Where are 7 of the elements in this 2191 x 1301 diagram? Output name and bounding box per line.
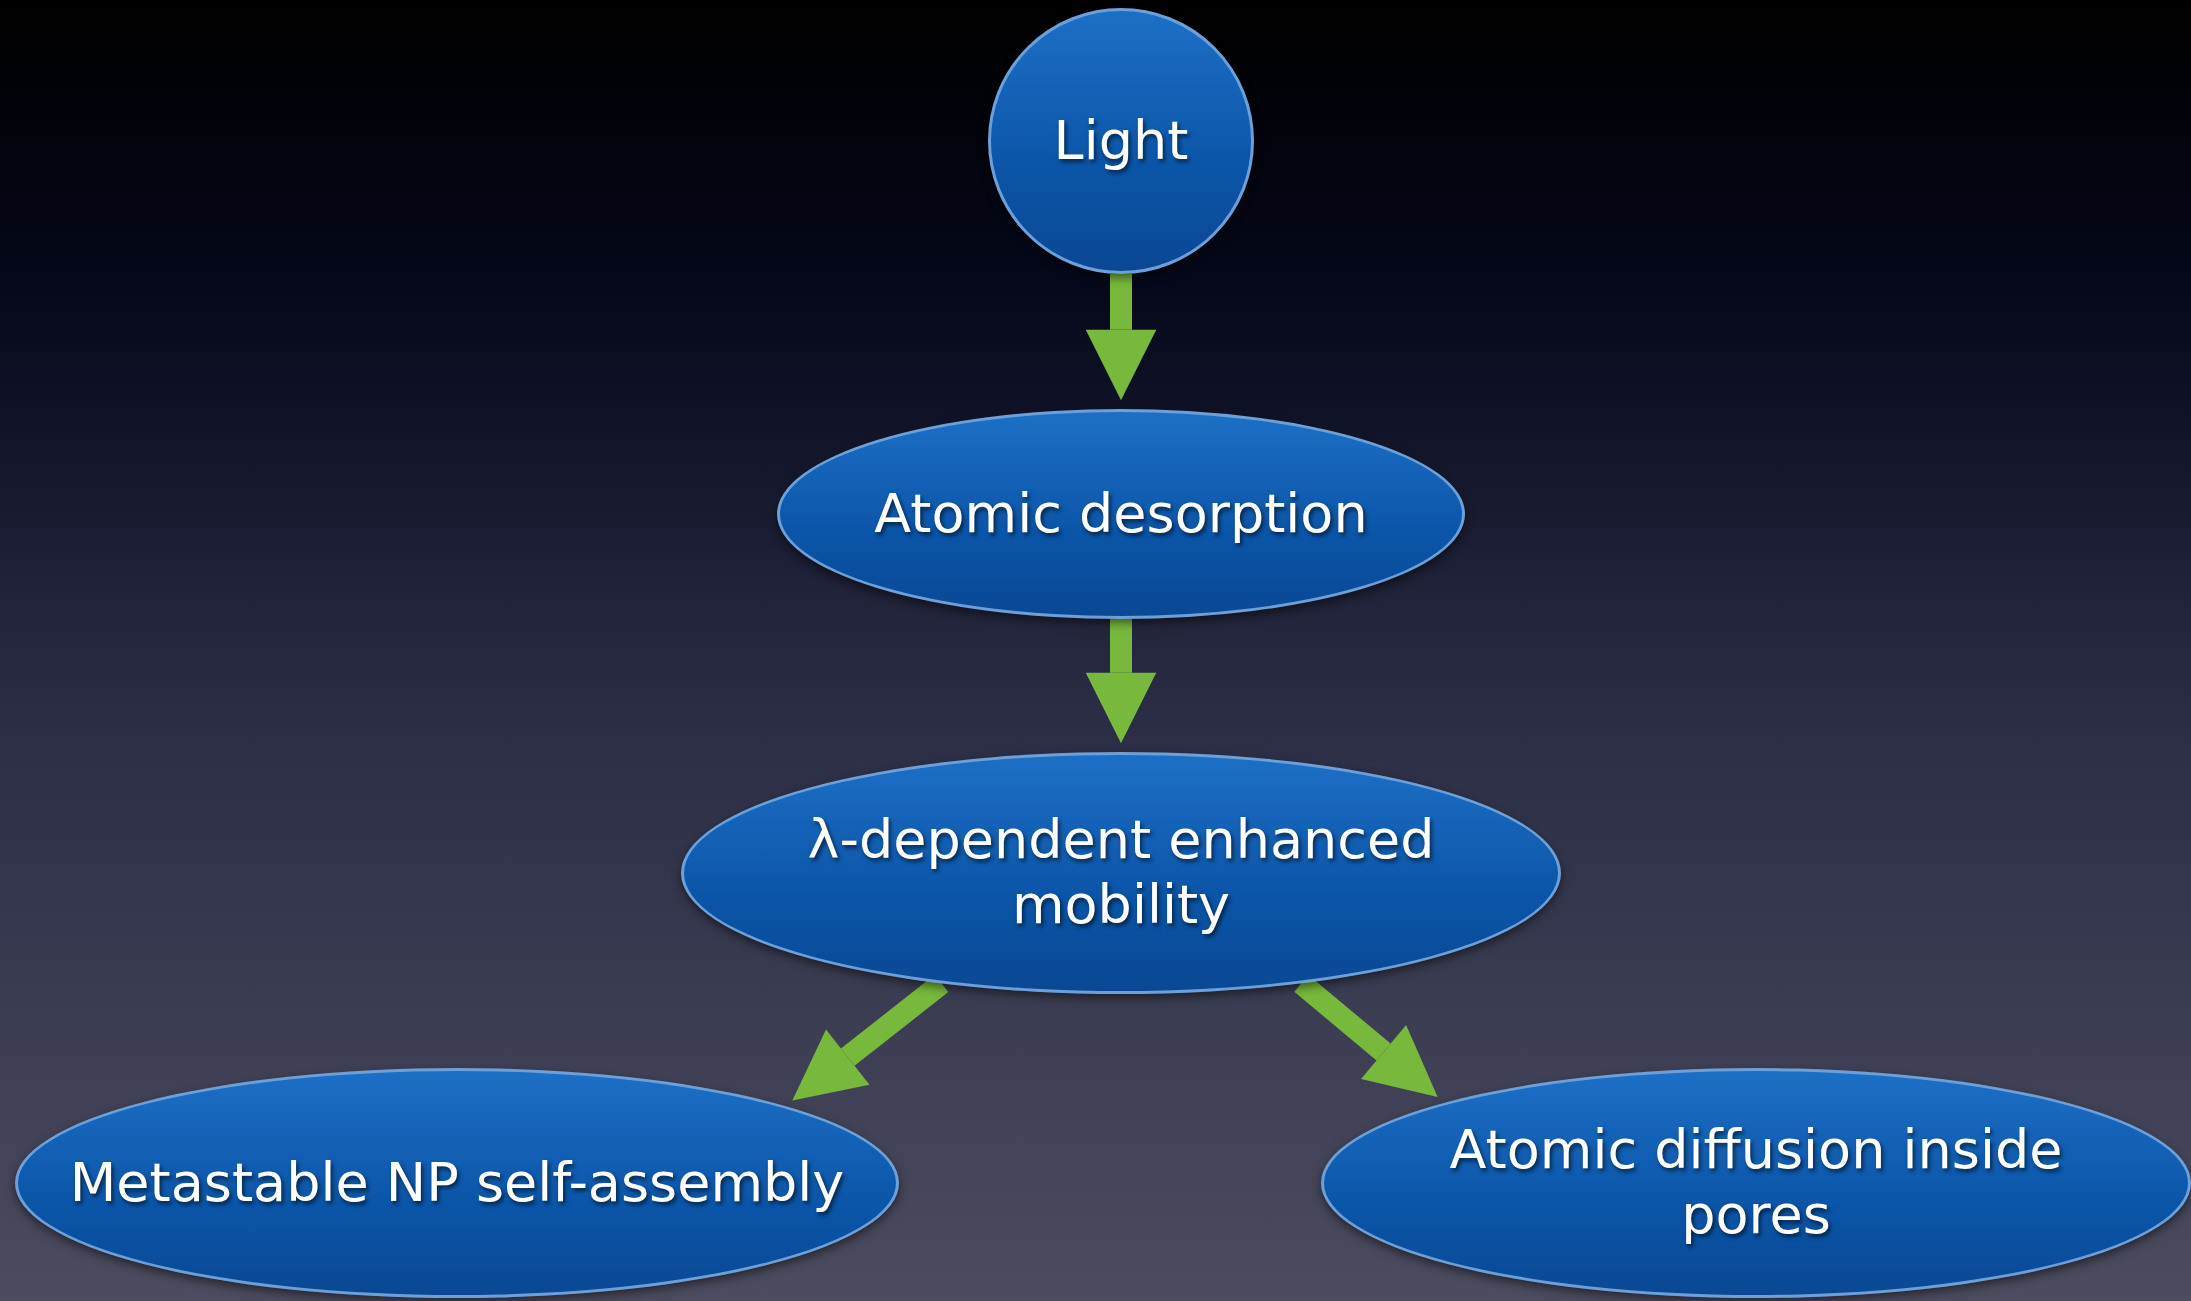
node-label: Light xyxy=(1053,108,1189,174)
arrow xyxy=(1085,619,1157,744)
node-label: Metastable NP self-assembly xyxy=(69,1150,845,1216)
arrow xyxy=(1085,274,1157,401)
node-label: λ-dependent enhanced mobility xyxy=(806,808,1436,938)
node-label: Atomic desorption xyxy=(874,481,1368,547)
node-label: Atomic diffusion inside pores xyxy=(1448,1118,2064,1248)
